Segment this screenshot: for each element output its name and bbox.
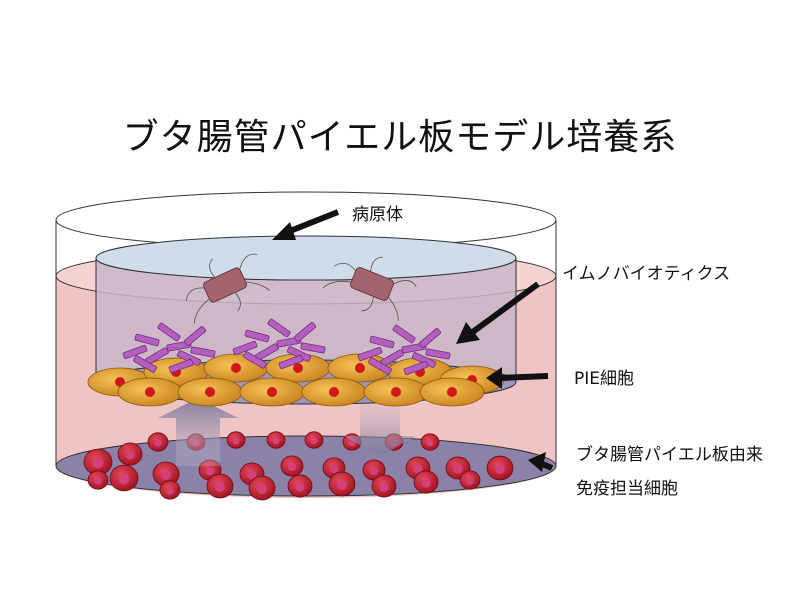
immune-cell bbox=[371, 474, 397, 498]
immunobiotic-cluster bbox=[122, 322, 216, 374]
immune-cell bbox=[248, 475, 276, 501]
pathogen-2 bbox=[322, 256, 417, 321]
pie-cell bbox=[239, 377, 305, 407]
label-immunobiotics: イムノバイオティクス bbox=[562, 264, 730, 284]
immune-cell bbox=[328, 471, 356, 497]
immunobiotics-group bbox=[122, 318, 451, 376]
pie-cell-layer bbox=[87, 353, 505, 407]
immune-cell bbox=[87, 470, 109, 490]
pathogen-1 bbox=[185, 253, 270, 324]
immune-cell bbox=[304, 431, 324, 449]
pie-cells-pointer-arrow bbox=[486, 367, 549, 389]
pie-cell bbox=[117, 377, 183, 407]
immune-cells-pointer-arrow bbox=[528, 452, 554, 472]
pie-cell bbox=[419, 377, 485, 407]
pointer-arrows bbox=[272, 209, 554, 472]
immune-cell bbox=[159, 480, 181, 500]
label-immune-cells-line2: 免疫担当細胞 bbox=[576, 479, 678, 499]
immune-cell bbox=[147, 432, 169, 452]
immune-cell bbox=[413, 470, 439, 494]
pathogen-pointer-arrow bbox=[272, 209, 340, 240]
immune-cell-layer bbox=[83, 431, 514, 501]
pie-cell bbox=[265, 353, 331, 383]
immune-cell bbox=[152, 461, 180, 487]
immune-cell bbox=[459, 470, 481, 490]
immune-cell bbox=[420, 433, 440, 451]
immune-cell bbox=[226, 431, 246, 449]
immune-cell bbox=[486, 455, 514, 481]
label-pathogen: 病原体 bbox=[352, 205, 403, 225]
down-arrow-right bbox=[344, 404, 416, 456]
immune-cell bbox=[109, 464, 139, 492]
insert-top-surface bbox=[95, 235, 517, 281]
immune-cell bbox=[287, 474, 313, 498]
immunobiotic-cluster bbox=[357, 324, 451, 376]
up-arrow-left bbox=[158, 398, 238, 466]
diagram-title: ブタ腸管パイエル板モデル培養系 bbox=[122, 117, 678, 158]
immune-cell bbox=[280, 455, 304, 477]
immune-cell bbox=[206, 473, 234, 499]
label-immune-cells-line1: ブタ腸管パイエル板由来 bbox=[576, 444, 763, 465]
pathogen-group bbox=[185, 253, 417, 324]
immune-cell bbox=[266, 431, 286, 449]
immunobiotics-pointer-arrow bbox=[456, 281, 540, 344]
immunobiotic-cluster bbox=[232, 318, 326, 370]
pie-cell bbox=[363, 377, 429, 407]
label-pie-cells: PIE細胞 bbox=[574, 369, 634, 389]
pie-cell bbox=[301, 377, 367, 407]
immune-cell bbox=[362, 459, 386, 481]
immune-cell bbox=[83, 448, 113, 476]
immune-cell bbox=[117, 442, 143, 466]
pie-cell bbox=[177, 377, 243, 407]
